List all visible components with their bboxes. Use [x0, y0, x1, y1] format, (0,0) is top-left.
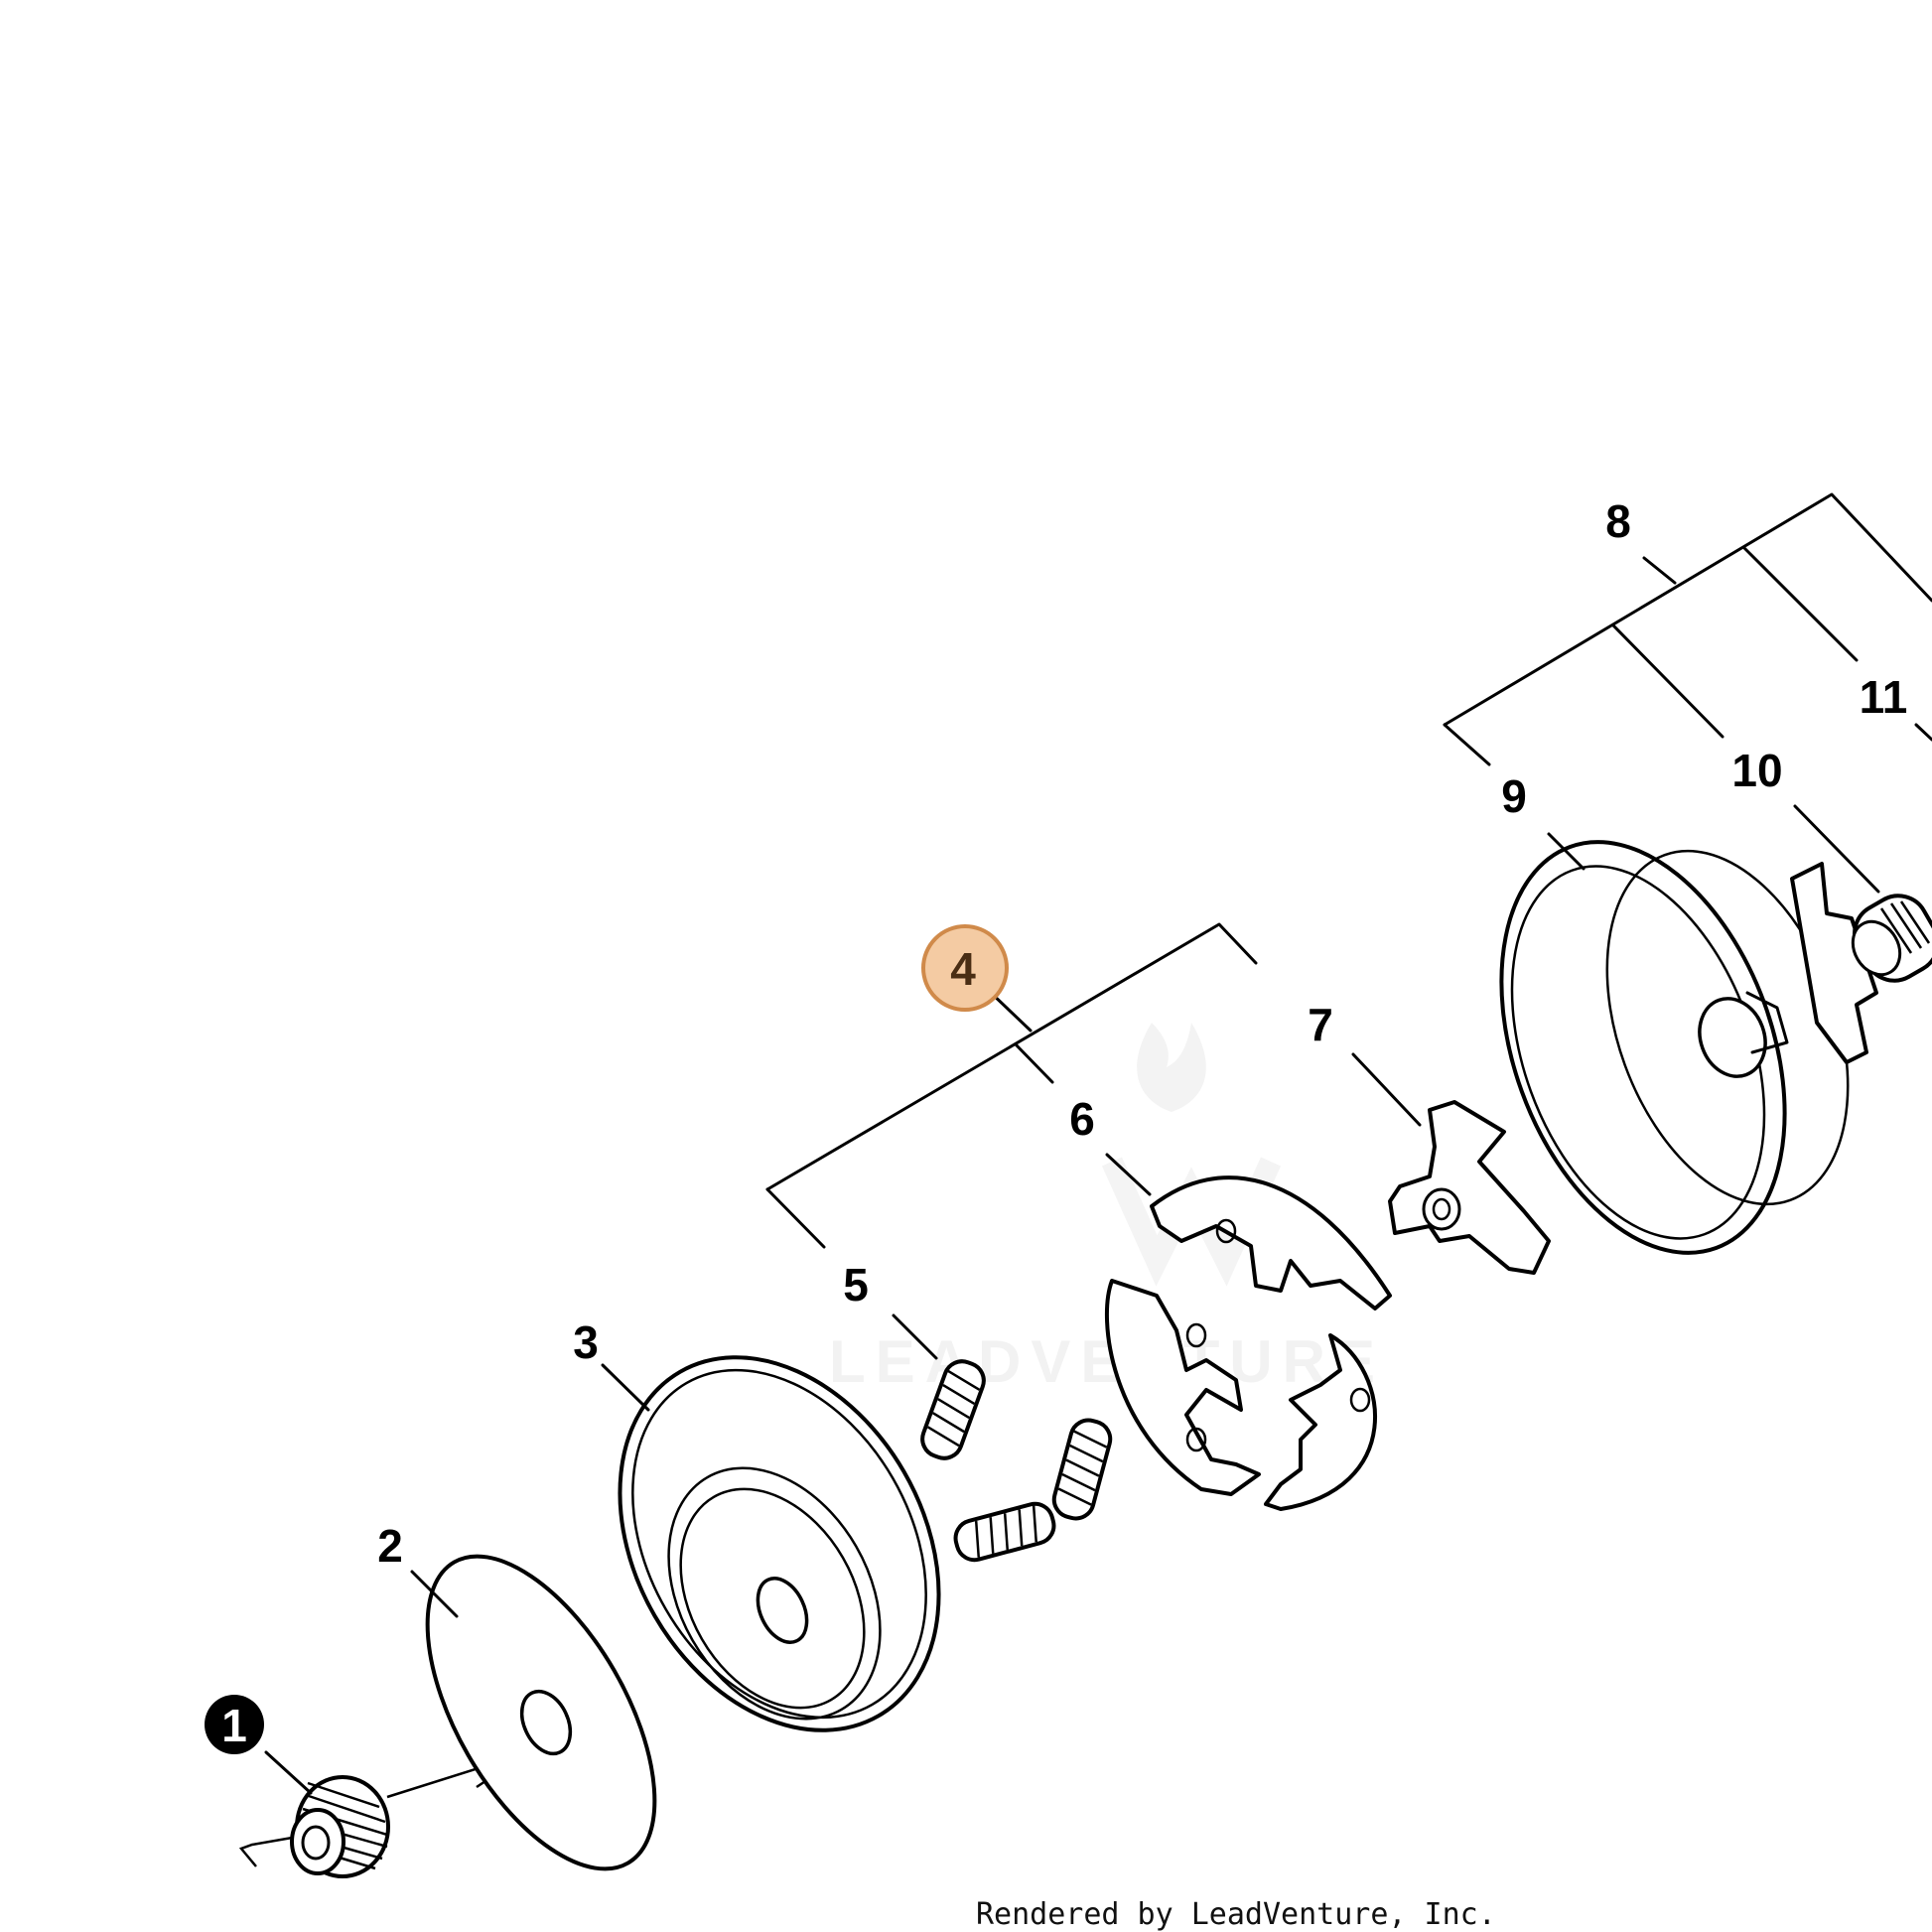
callout-2[interactable]: 2 — [377, 1520, 403, 1572]
leader-line-6 — [1105, 1153, 1152, 1196]
bracket-assembly-8 — [1443, 492, 1932, 766]
callout-1[interactable]: 1 — [205, 1695, 264, 1754]
watermark-text: LEADVENTURE — [829, 1328, 1385, 1395]
callout-4-label: 4 — [950, 943, 976, 995]
callout-3[interactable]: 3 — [573, 1316, 599, 1368]
leader-line-3 — [601, 1363, 650, 1412]
callout-5[interactable]: 5 — [843, 1259, 869, 1311]
footer-credit: Rendered by LeadVenture, Inc. — [976, 1897, 1496, 1932]
leader-line-7 — [1351, 1052, 1422, 1127]
callout-1-label: 1 — [221, 1700, 247, 1751]
part-10-bearing[interactable] — [1844, 885, 1932, 991]
part-2-washer[interactable] — [381, 1520, 701, 1905]
part-6-clutch-shoes[interactable] — [1104, 1175, 1392, 1511]
leader-line-1 — [264, 1750, 313, 1795]
part-9-drum[interactable] — [1449, 803, 1892, 1293]
leader-line-2 — [410, 1570, 459, 1618]
part-1-torsion-spring[interactable] — [238, 1765, 493, 1878]
callout-4[interactable]: 4 — [921, 924, 1009, 1012]
part-5-springs[interactable] — [917, 1356, 1114, 1564]
part-7-hub[interactable] — [1388, 1100, 1551, 1275]
leader-line-5 — [892, 1313, 938, 1360]
callout-6[interactable]: 6 — [1069, 1093, 1095, 1145]
leader-line-10 — [1793, 804, 1880, 894]
callout-7[interactable]: 7 — [1308, 999, 1333, 1050]
leader-line-9 — [1547, 832, 1586, 871]
callout-10[interactable]: 10 — [1731, 745, 1782, 796]
part-3-plate[interactable] — [555, 1300, 1003, 1787]
callout-8[interactable]: 8 — [1605, 495, 1631, 547]
callout-11[interactable]: 11 — [1860, 671, 1908, 723]
callout-9[interactable]: 9 — [1501, 770, 1527, 822]
